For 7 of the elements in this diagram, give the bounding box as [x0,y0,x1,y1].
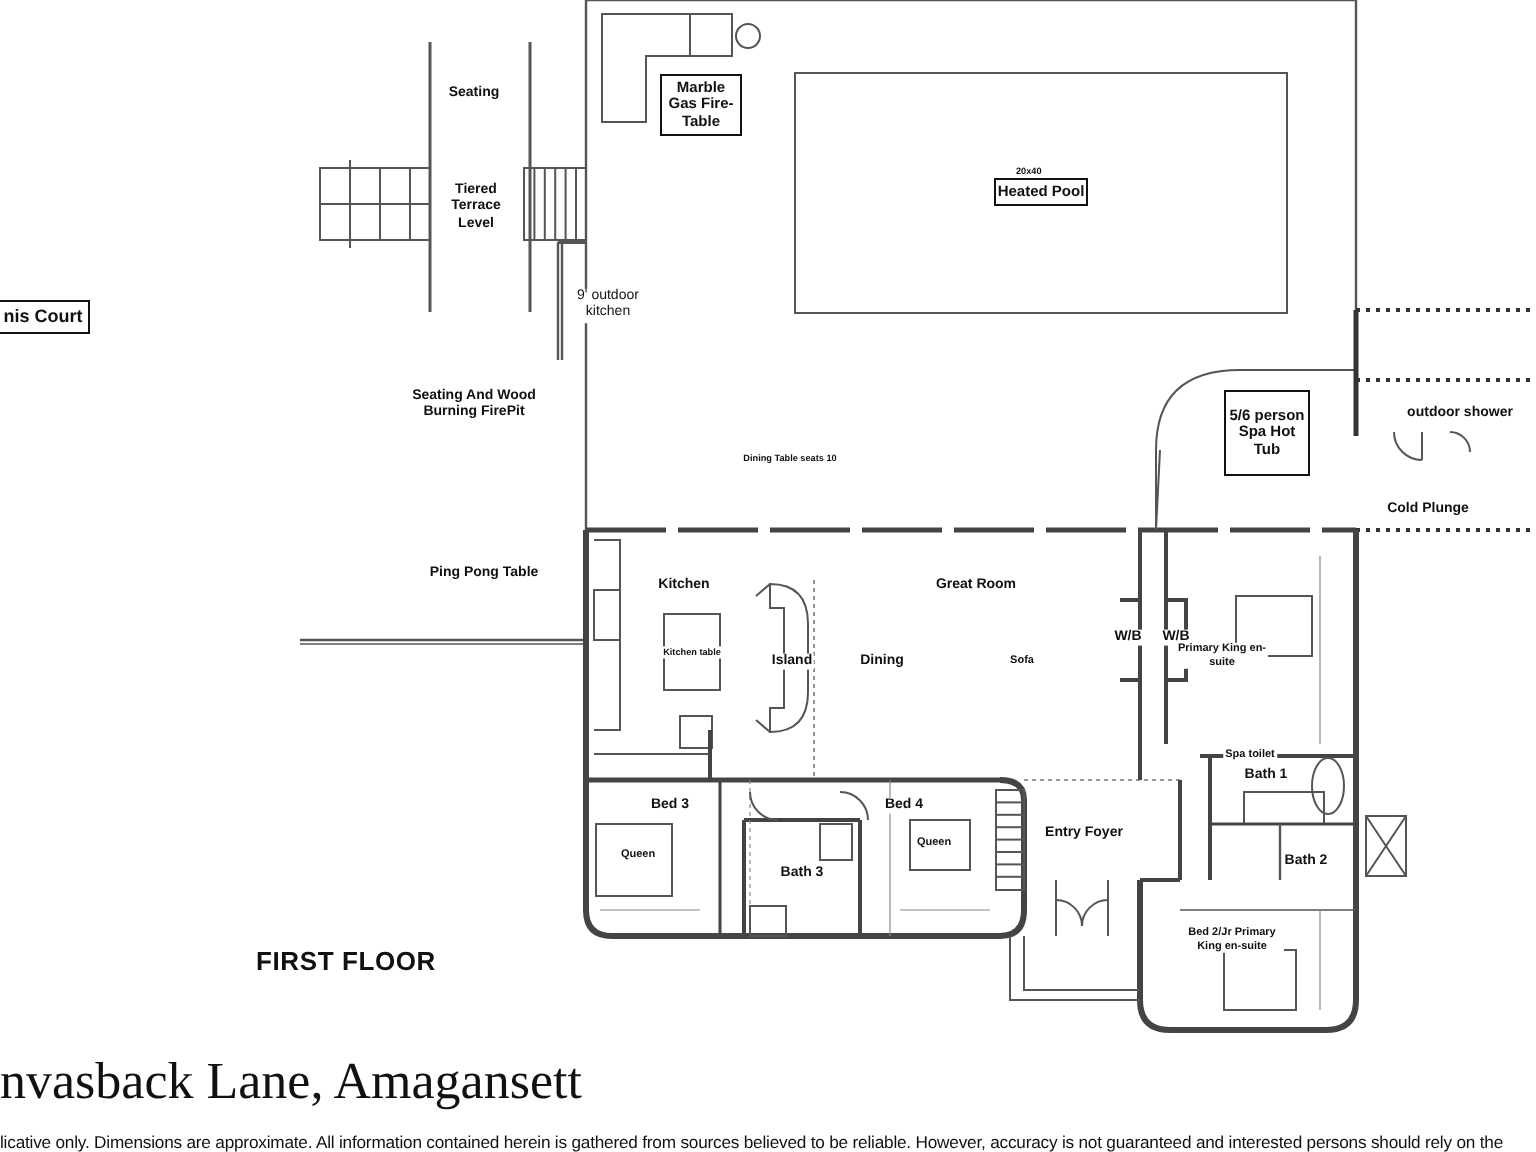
label-box [0,300,90,334]
area-label: nis Court [3,306,83,328]
address-title: nvasback Lane, Amagansett [0,1052,582,1112]
disclaimer-text: licative only. Dimensions are approximate. All information contained herein is gathered from sources believed to be reliable. However, accuracy is not guaranteed and interested persons should rely on the [0,1132,1503,1152]
pool-outline [794,72,1288,314]
label-box [1224,390,1310,476]
label-box [994,178,1088,206]
